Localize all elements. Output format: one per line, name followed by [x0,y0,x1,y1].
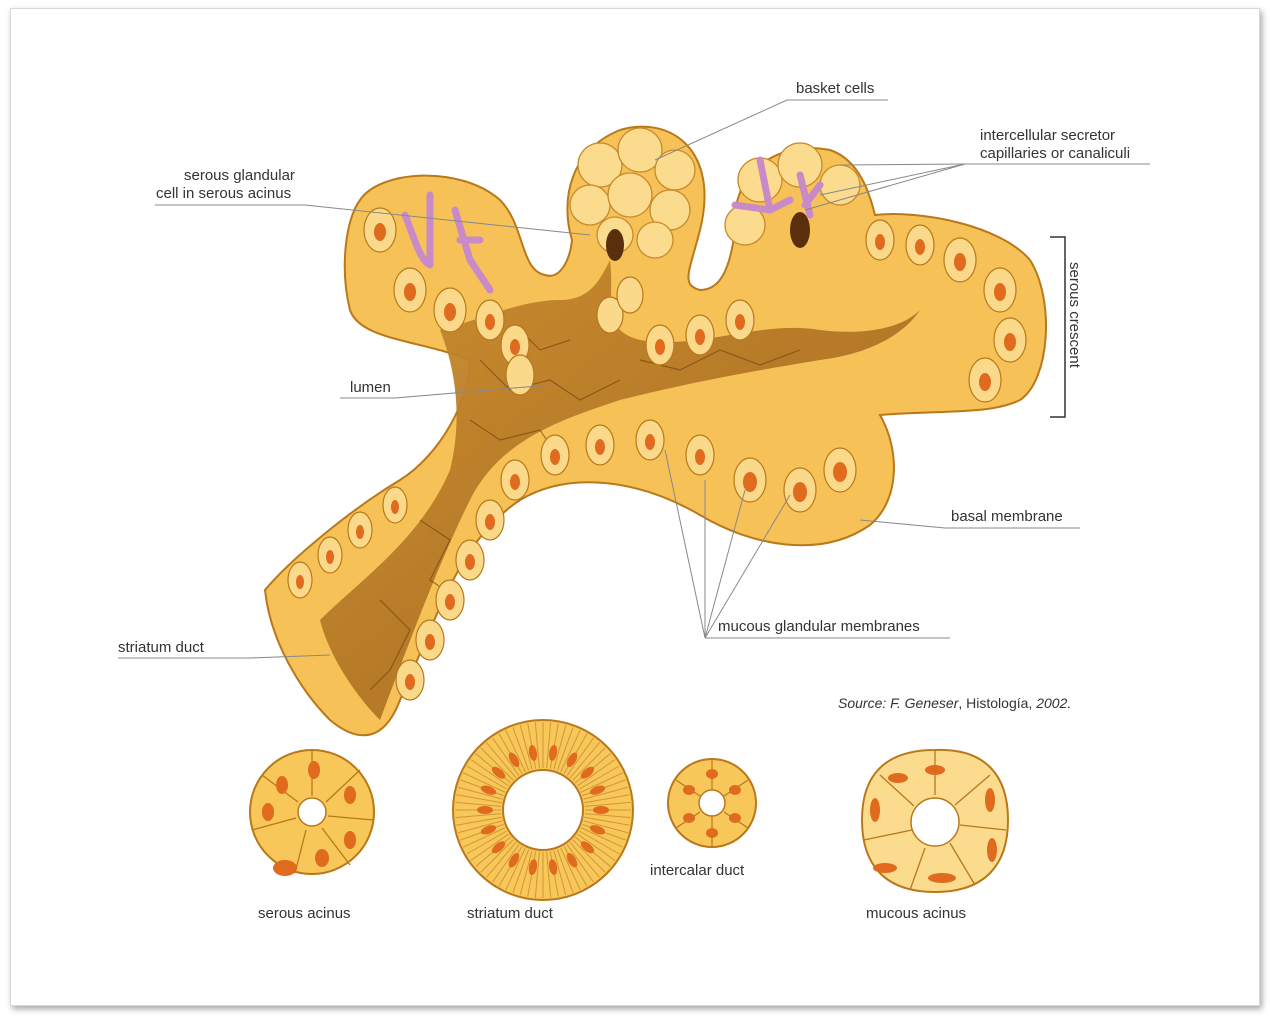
striatum-nucleus [580,841,595,854]
source-author: Source: F. Geneser [838,695,959,711]
leader-lines [118,99,1150,659]
label-serous-glandular-1: serous glandular [184,167,295,184]
striatum-nucleus [580,766,595,779]
striatum-nucleus [508,752,520,767]
striatum-nucleus [566,853,578,868]
striatum-nucleus [548,859,558,876]
label-intercellular-2: capillaries or canaliculi [980,145,1131,162]
striatum-nucleus [491,766,506,779]
striatum-nucleus [566,752,578,767]
intercalar-duct-section [667,758,757,848]
source-year: 2002. [1036,695,1072,711]
label-serous-crescent: serous crescent [1066,262,1083,368]
striatum-nucleus [589,785,606,795]
striatum-nucleus [528,859,538,876]
acinus-opening-2 [790,212,810,248]
label-serous-glandular-2: cell in serous acinus [156,185,292,202]
striatum-nucleus [491,841,506,854]
label-lumen: lumen [350,379,391,396]
label-striatum-duct-main: striatum duct [118,639,204,656]
label-mucous-acinus: mucous acinus [866,905,967,922]
label-serous-acinus: serous acinus [258,905,351,922]
source-citation: Source: F. Geneser, Histología, 2002. [838,695,1071,711]
striatum-nucleus [508,853,520,868]
acinus-opening [606,229,624,261]
label-intercalar-duct: intercalar duct [650,862,745,879]
label-basal-membrane: basal membrane [951,508,1063,525]
striatum-nucleus [480,825,497,835]
serous-crescent-bracket [1050,236,1066,418]
lumen-network [320,260,920,720]
right-acinus [724,142,861,246]
striatum-nucleus [477,806,493,814]
label-intercellular-1: intercellular secretor [980,127,1116,144]
canaliculi [401,156,824,294]
striatum-nucleus [480,785,497,795]
gland-body [263,125,1047,737]
label-striatum-duct-section: striatum duct [467,905,553,922]
striatum-nucleus [589,825,606,835]
label-mucous-membranes: mucous glandular membranes [718,618,920,635]
serous-acinus-section [249,749,375,876]
cell-row [287,207,1027,701]
striatum-nucleus [548,744,558,761]
striatum-nucleus [593,806,609,814]
label-basket-cells: basket cells [796,80,875,97]
striatum-duct-section [452,719,634,901]
mucous-acinus-section [860,748,1010,894]
source-book: , Histología, [958,695,1037,711]
basket-cells-cluster [569,127,696,259]
nuclei [296,223,1016,690]
striatum-nucleus [528,744,538,761]
